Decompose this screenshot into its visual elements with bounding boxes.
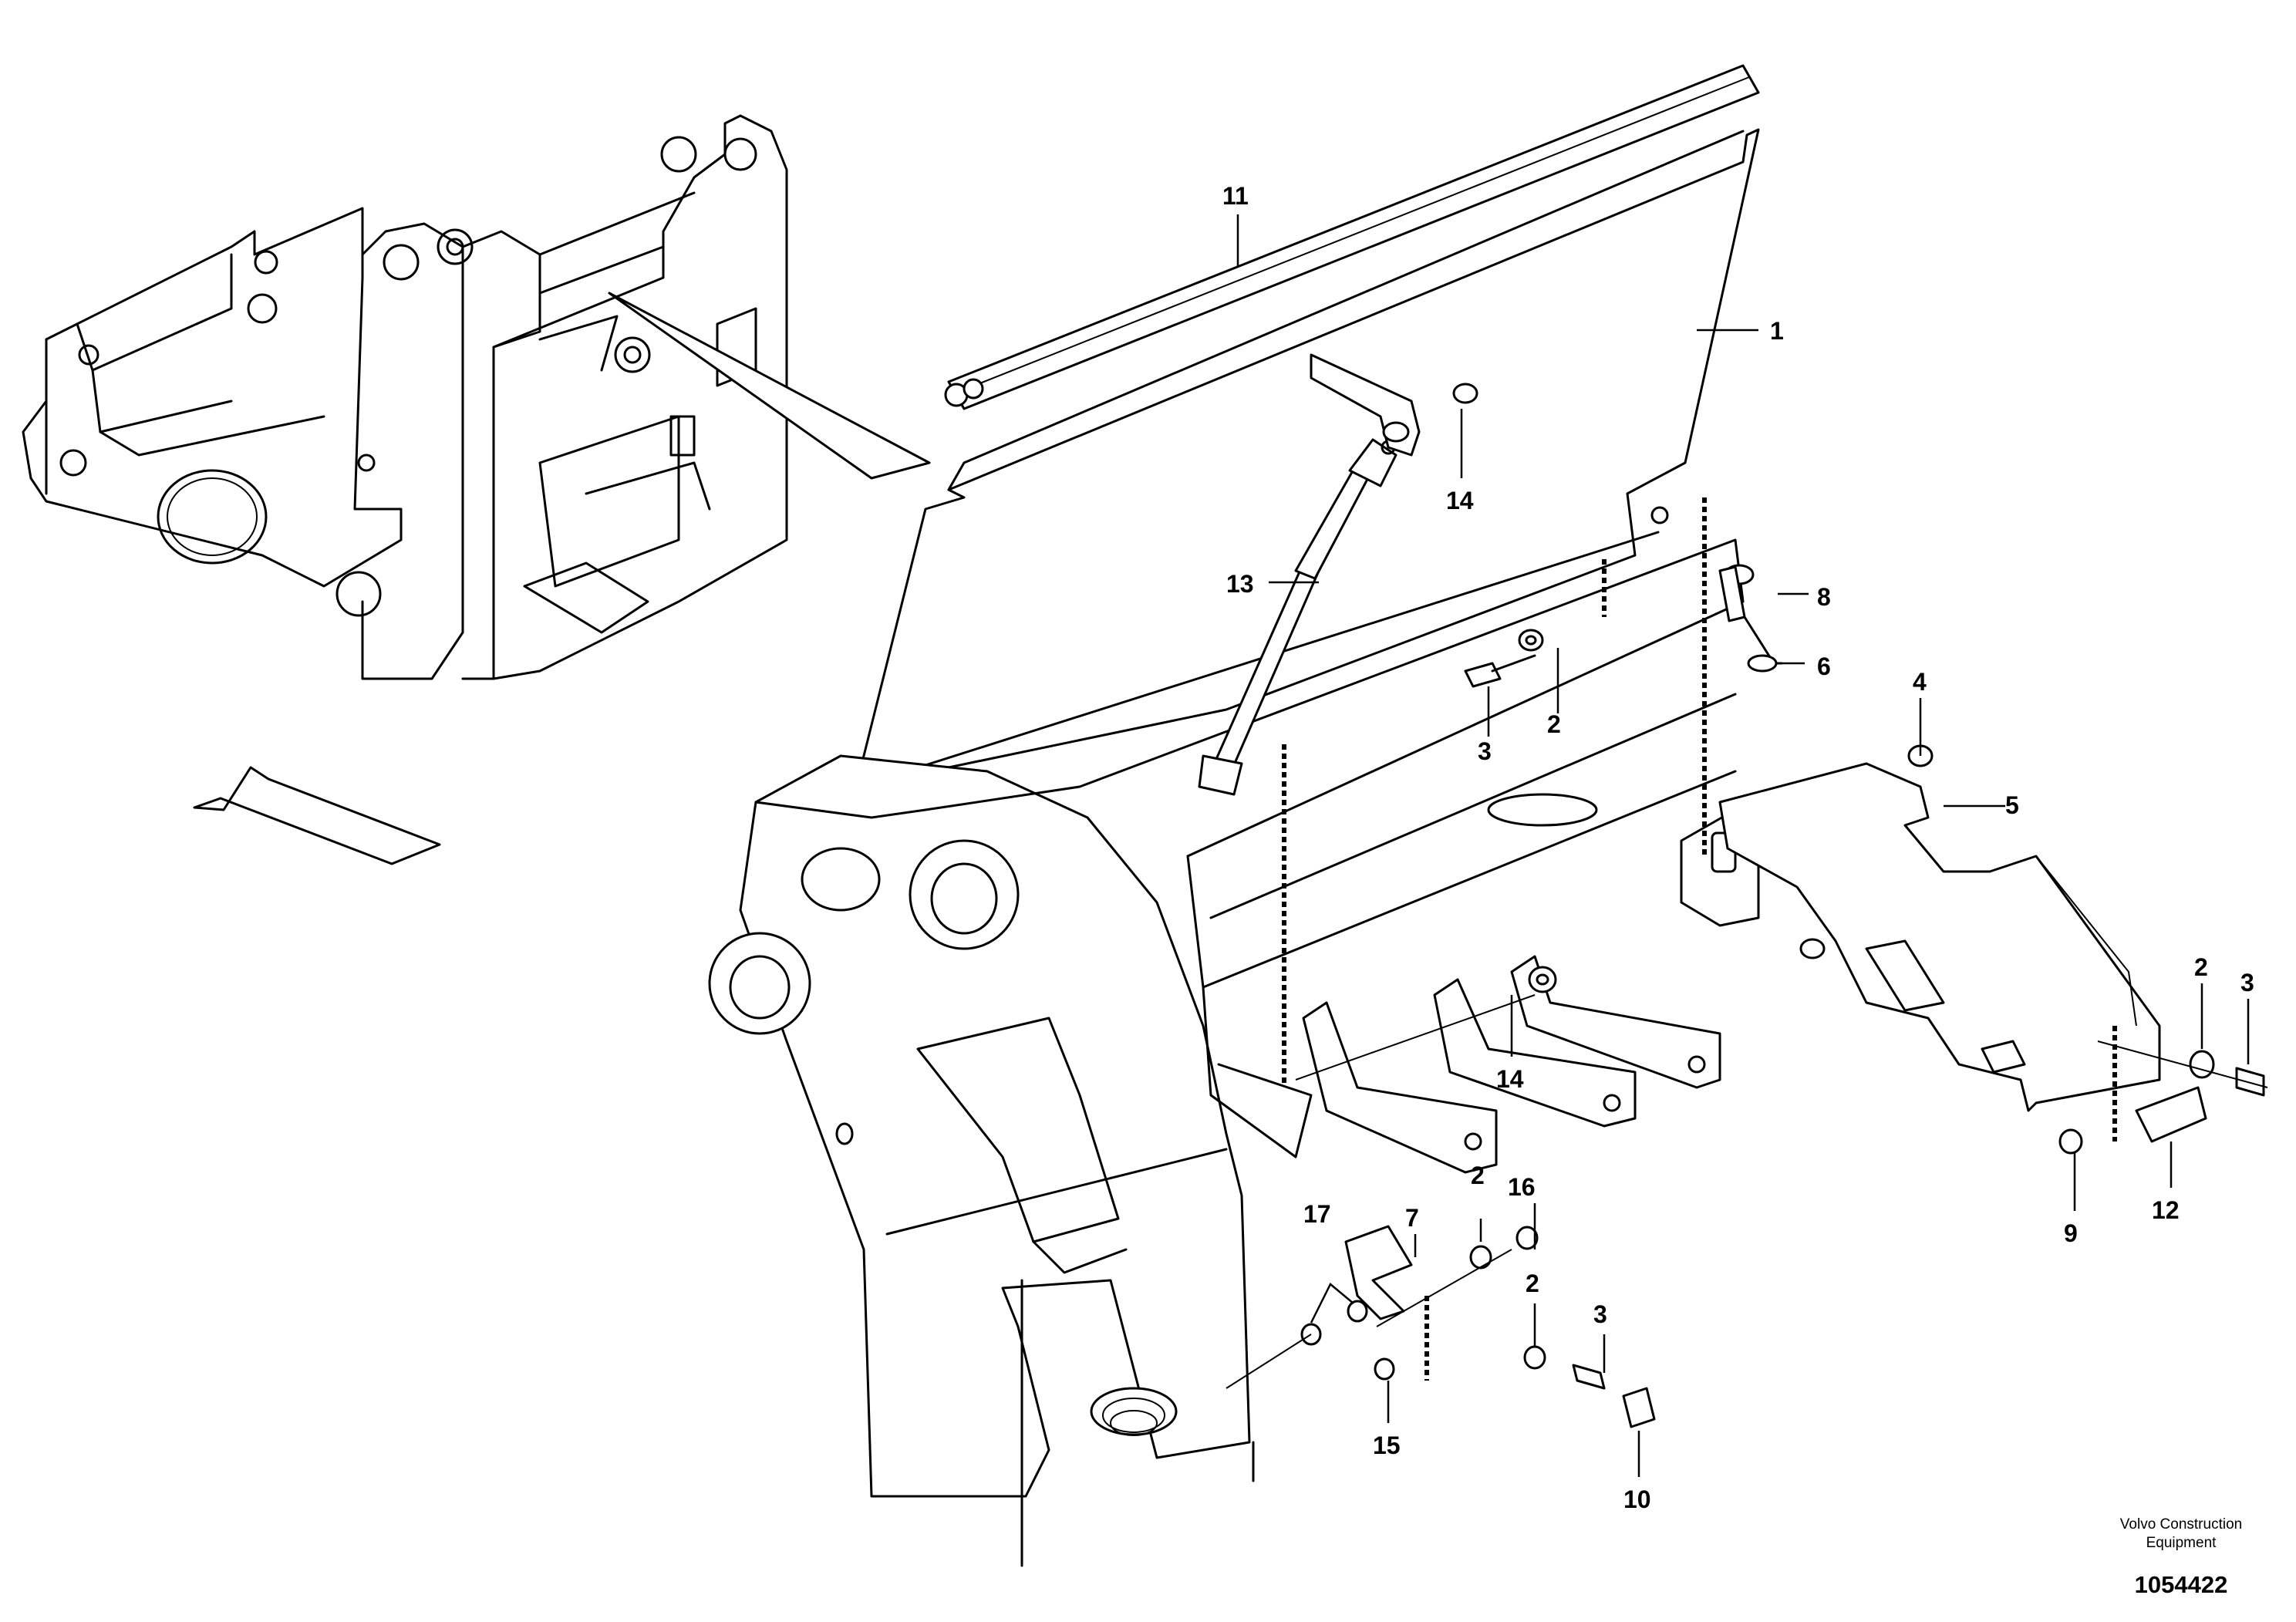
- callout-2-b: 2: [2194, 953, 2208, 981]
- detail-pointer: [608, 292, 931, 480]
- callout-15: 15: [1373, 1431, 1401, 1459]
- frame-overview-inset: [22, 114, 788, 680]
- cover-panel: [855, 128, 1760, 788]
- callout-3-b: 3: [2240, 969, 2254, 996]
- side-cover: [1718, 762, 2161, 1112]
- figure-number: 1054422: [2135, 1571, 2228, 1598]
- callout-2-c: 2: [1471, 1162, 1485, 1189]
- callout-labels: 1 2 2 2 2 3 3 3 4 5 6 7 8 9 10 11 12 13 …: [1222, 182, 2254, 1513]
- callout-11: 11: [1222, 182, 1249, 210]
- callout-3-c: 3: [1593, 1300, 1607, 1328]
- callout-13: 13: [1226, 570, 1254, 598]
- main-detail-assembly: [708, 64, 1760, 1567]
- leader-lines: [1236, 214, 2250, 1477]
- callout-14-a: 14: [1446, 487, 1474, 514]
- figure-footer: Volvo Construction Equipment 1054422: [2120, 1516, 2242, 1598]
- main-frame-body: [739, 754, 1251, 1498]
- callout-1: 1: [1770, 317, 1784, 345]
- callout-2-d: 2: [1526, 1270, 1539, 1297]
- assembly-guide-lines: [1226, 497, 2268, 1389]
- callout-5: 5: [2005, 791, 2019, 819]
- callout-2-a: 2: [1547, 710, 1561, 738]
- callout-3-a: 3: [1478, 737, 1492, 765]
- callout-17: 17: [1303, 1200, 1331, 1228]
- callout-14-b: 14: [1496, 1065, 1524, 1093]
- callout-12: 12: [2152, 1196, 2180, 1224]
- hardware: [1300, 383, 2265, 1428]
- callout-8: 8: [1817, 583, 1831, 611]
- callout-4: 4: [1913, 668, 1927, 696]
- brand-name-line2: Equipment: [2146, 1535, 2217, 1551]
- callout-7: 7: [1405, 1204, 1419, 1232]
- callout-9: 9: [2064, 1219, 2078, 1247]
- brand-name-line1: Volvo Construction: [2120, 1516, 2242, 1533]
- gas-strut: [1198, 353, 1421, 796]
- callout-6: 6: [1817, 653, 1831, 680]
- direction-arrow: [193, 766, 441, 865]
- callout-16: 16: [1508, 1173, 1536, 1201]
- callout-10: 10: [1623, 1485, 1651, 1513]
